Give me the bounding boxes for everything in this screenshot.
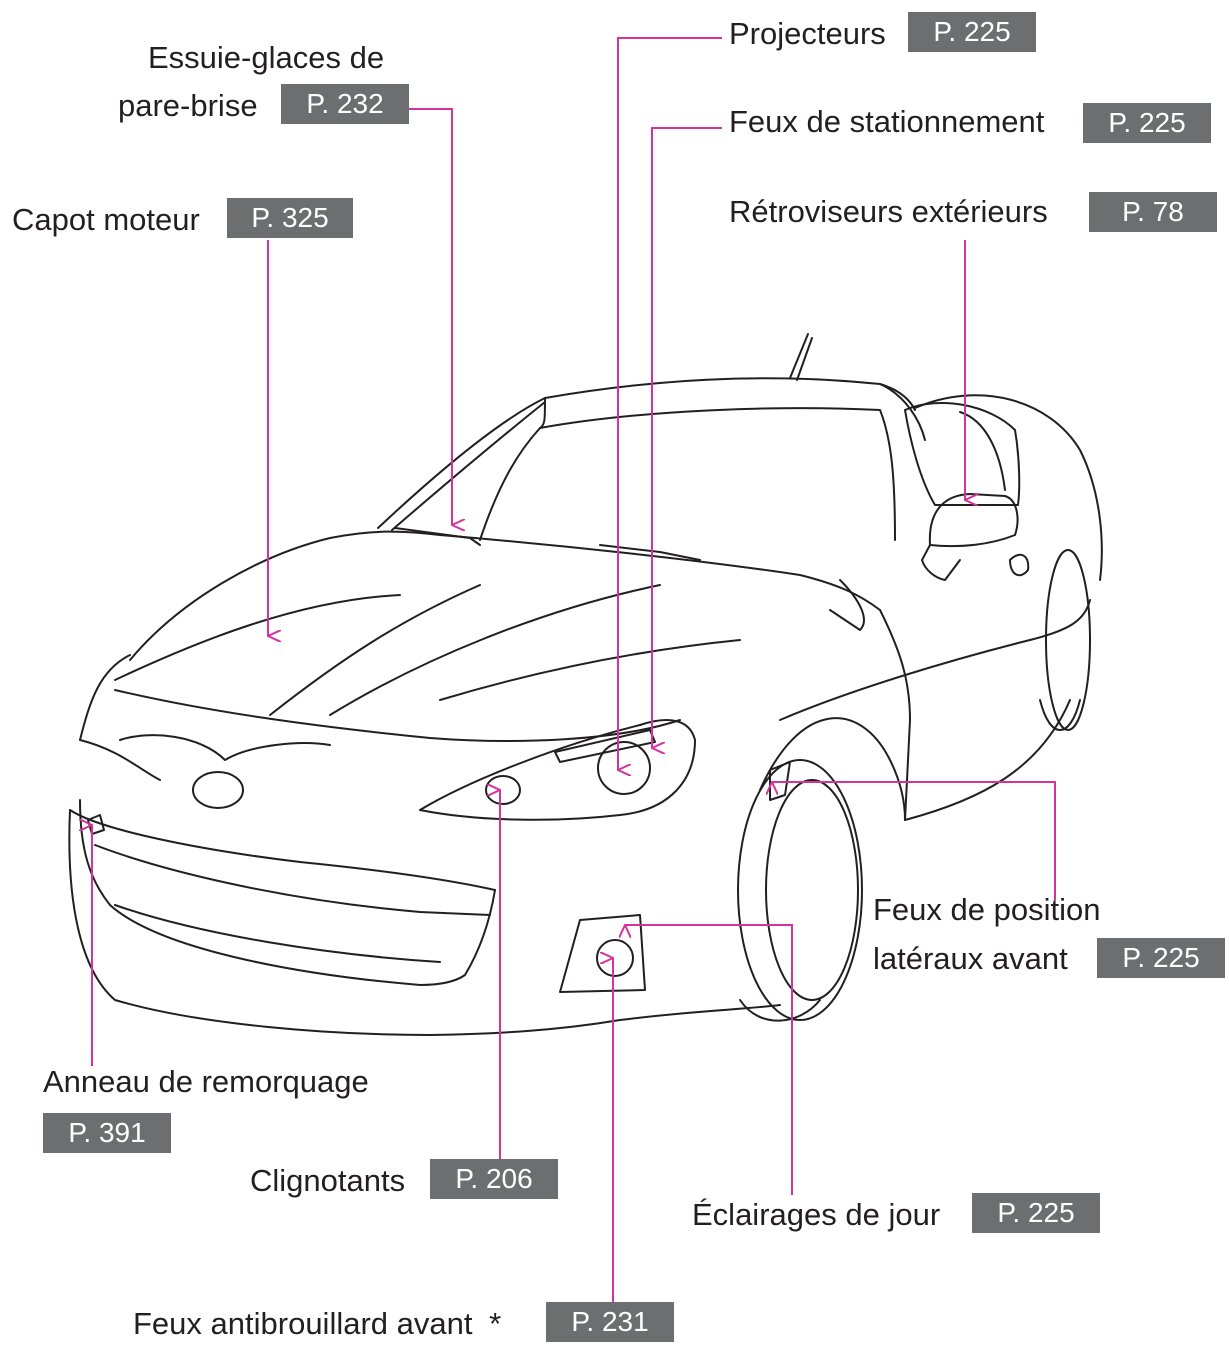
page-ref-feux-stationnement: P. 225 — [1083, 103, 1211, 143]
page-ref-eclairages-jour: P. 225 — [972, 1193, 1100, 1233]
label-clignotants: Clignotants — [250, 1163, 406, 1198]
leader-feux-stationnement — [651, 127, 722, 748]
label-retroviseurs: Rétroviseurs extérieurs — [729, 194, 1048, 229]
leader-eclairages-jour — [625, 924, 793, 1195]
label-projecteurs: Projecteurs — [729, 16, 886, 51]
optional-equipment-marker: * — [489, 1306, 502, 1341]
page-ref-position-lateraux: P. 225 — [1097, 938, 1225, 978]
car-outline — [68, 333, 1103, 1036]
label-antibrouillard-text: Feux antibrouillard avant — [133, 1306, 473, 1341]
label-essuie-glaces-line2: pare-brise — [118, 88, 258, 123]
label-essuie-glaces-line1: Essuie-glaces de — [148, 40, 385, 75]
label-capot: Capot moteur — [12, 202, 200, 237]
label-eclairages-jour: Éclairages de jour — [692, 1197, 941, 1232]
page-ref-clignotants: P. 206 — [430, 1159, 558, 1199]
page-ref-anneau: P. 391 — [43, 1113, 171, 1153]
page-ref-projecteurs: P. 225 — [908, 12, 1036, 52]
label-position-lateraux-line1: Feux de position — [873, 892, 1101, 927]
label-feux-stationnement: Feux de stationnement — [729, 104, 1045, 139]
page-ref-retroviseurs: P. 78 — [1089, 192, 1217, 232]
page-ref-antibrouillard: P. 231 — [546, 1302, 674, 1342]
label-antibrouillard: Feux antibrouillard avant * — [133, 1306, 501, 1342]
label-position-lateraux-line2: latéraux avant — [873, 941, 1068, 976]
label-anneau: Anneau de remorquage — [43, 1064, 369, 1099]
leader-lines — [92, 37, 1056, 1302]
leader-position-lateraux — [772, 781, 1056, 900]
leader-projecteurs — [617, 37, 722, 770]
page-ref-capot: P. 325 — [227, 198, 353, 238]
leader-essuie-glaces — [408, 108, 452, 525]
page-ref-essuie-glaces: P. 232 — [281, 84, 409, 124]
